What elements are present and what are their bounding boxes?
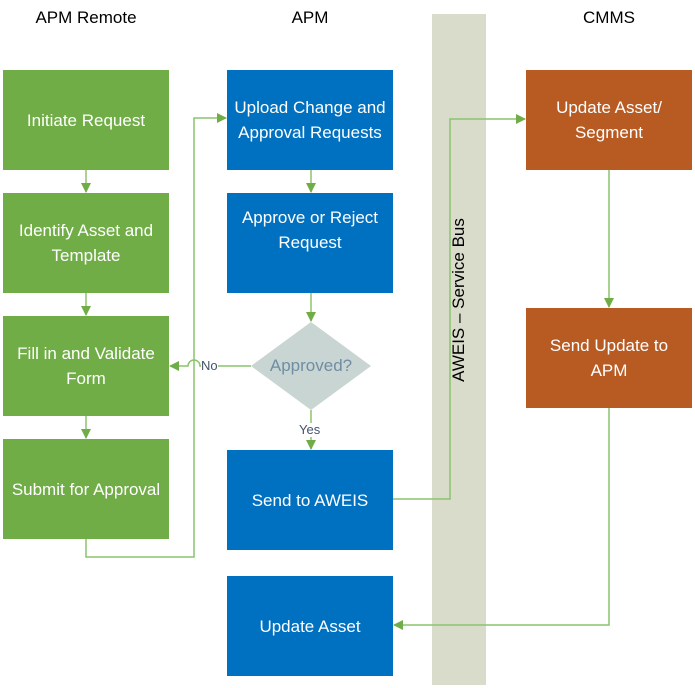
step-send-aweis: Send to AWEIS (227, 450, 393, 550)
lane-title-cmms: CMMS (583, 8, 635, 27)
edge-sendupdate-updateasset (393, 408, 610, 630)
step-upload-requests: Upload Change and Approval Requests (227, 70, 393, 170)
step-update-asset: Update Asset (227, 576, 393, 676)
lane-title-apm: APM (291, 8, 329, 27)
step-fill-validate: Fill in and Validate Form (3, 316, 169, 416)
step-identify-asset: Identify Asset and Template (3, 193, 169, 293)
step-initiate-request: Initiate Request (3, 70, 169, 170)
step-submit-approval: Submit for Approval (3, 439, 169, 539)
edge-decision-no (169, 359, 251, 371)
step-update-asset-segment: Update Asset/ Segment (526, 70, 692, 170)
decision-label: Approved? (269, 356, 353, 375)
edge-send-update-segment (393, 114, 526, 500)
step-send-update-apm: Send Update to APM (526, 308, 692, 408)
decision-diamond (251, 322, 371, 410)
lane-title-apm-remote: APM Remote (35, 8, 137, 27)
edge-label-no: No (201, 358, 218, 373)
edge-label-yes: Yes (299, 422, 321, 437)
service-bus-lane (432, 14, 486, 685)
step-approve-reject: Approve or Reject Request (227, 193, 393, 293)
edge-submit-upload (85, 113, 227, 558)
